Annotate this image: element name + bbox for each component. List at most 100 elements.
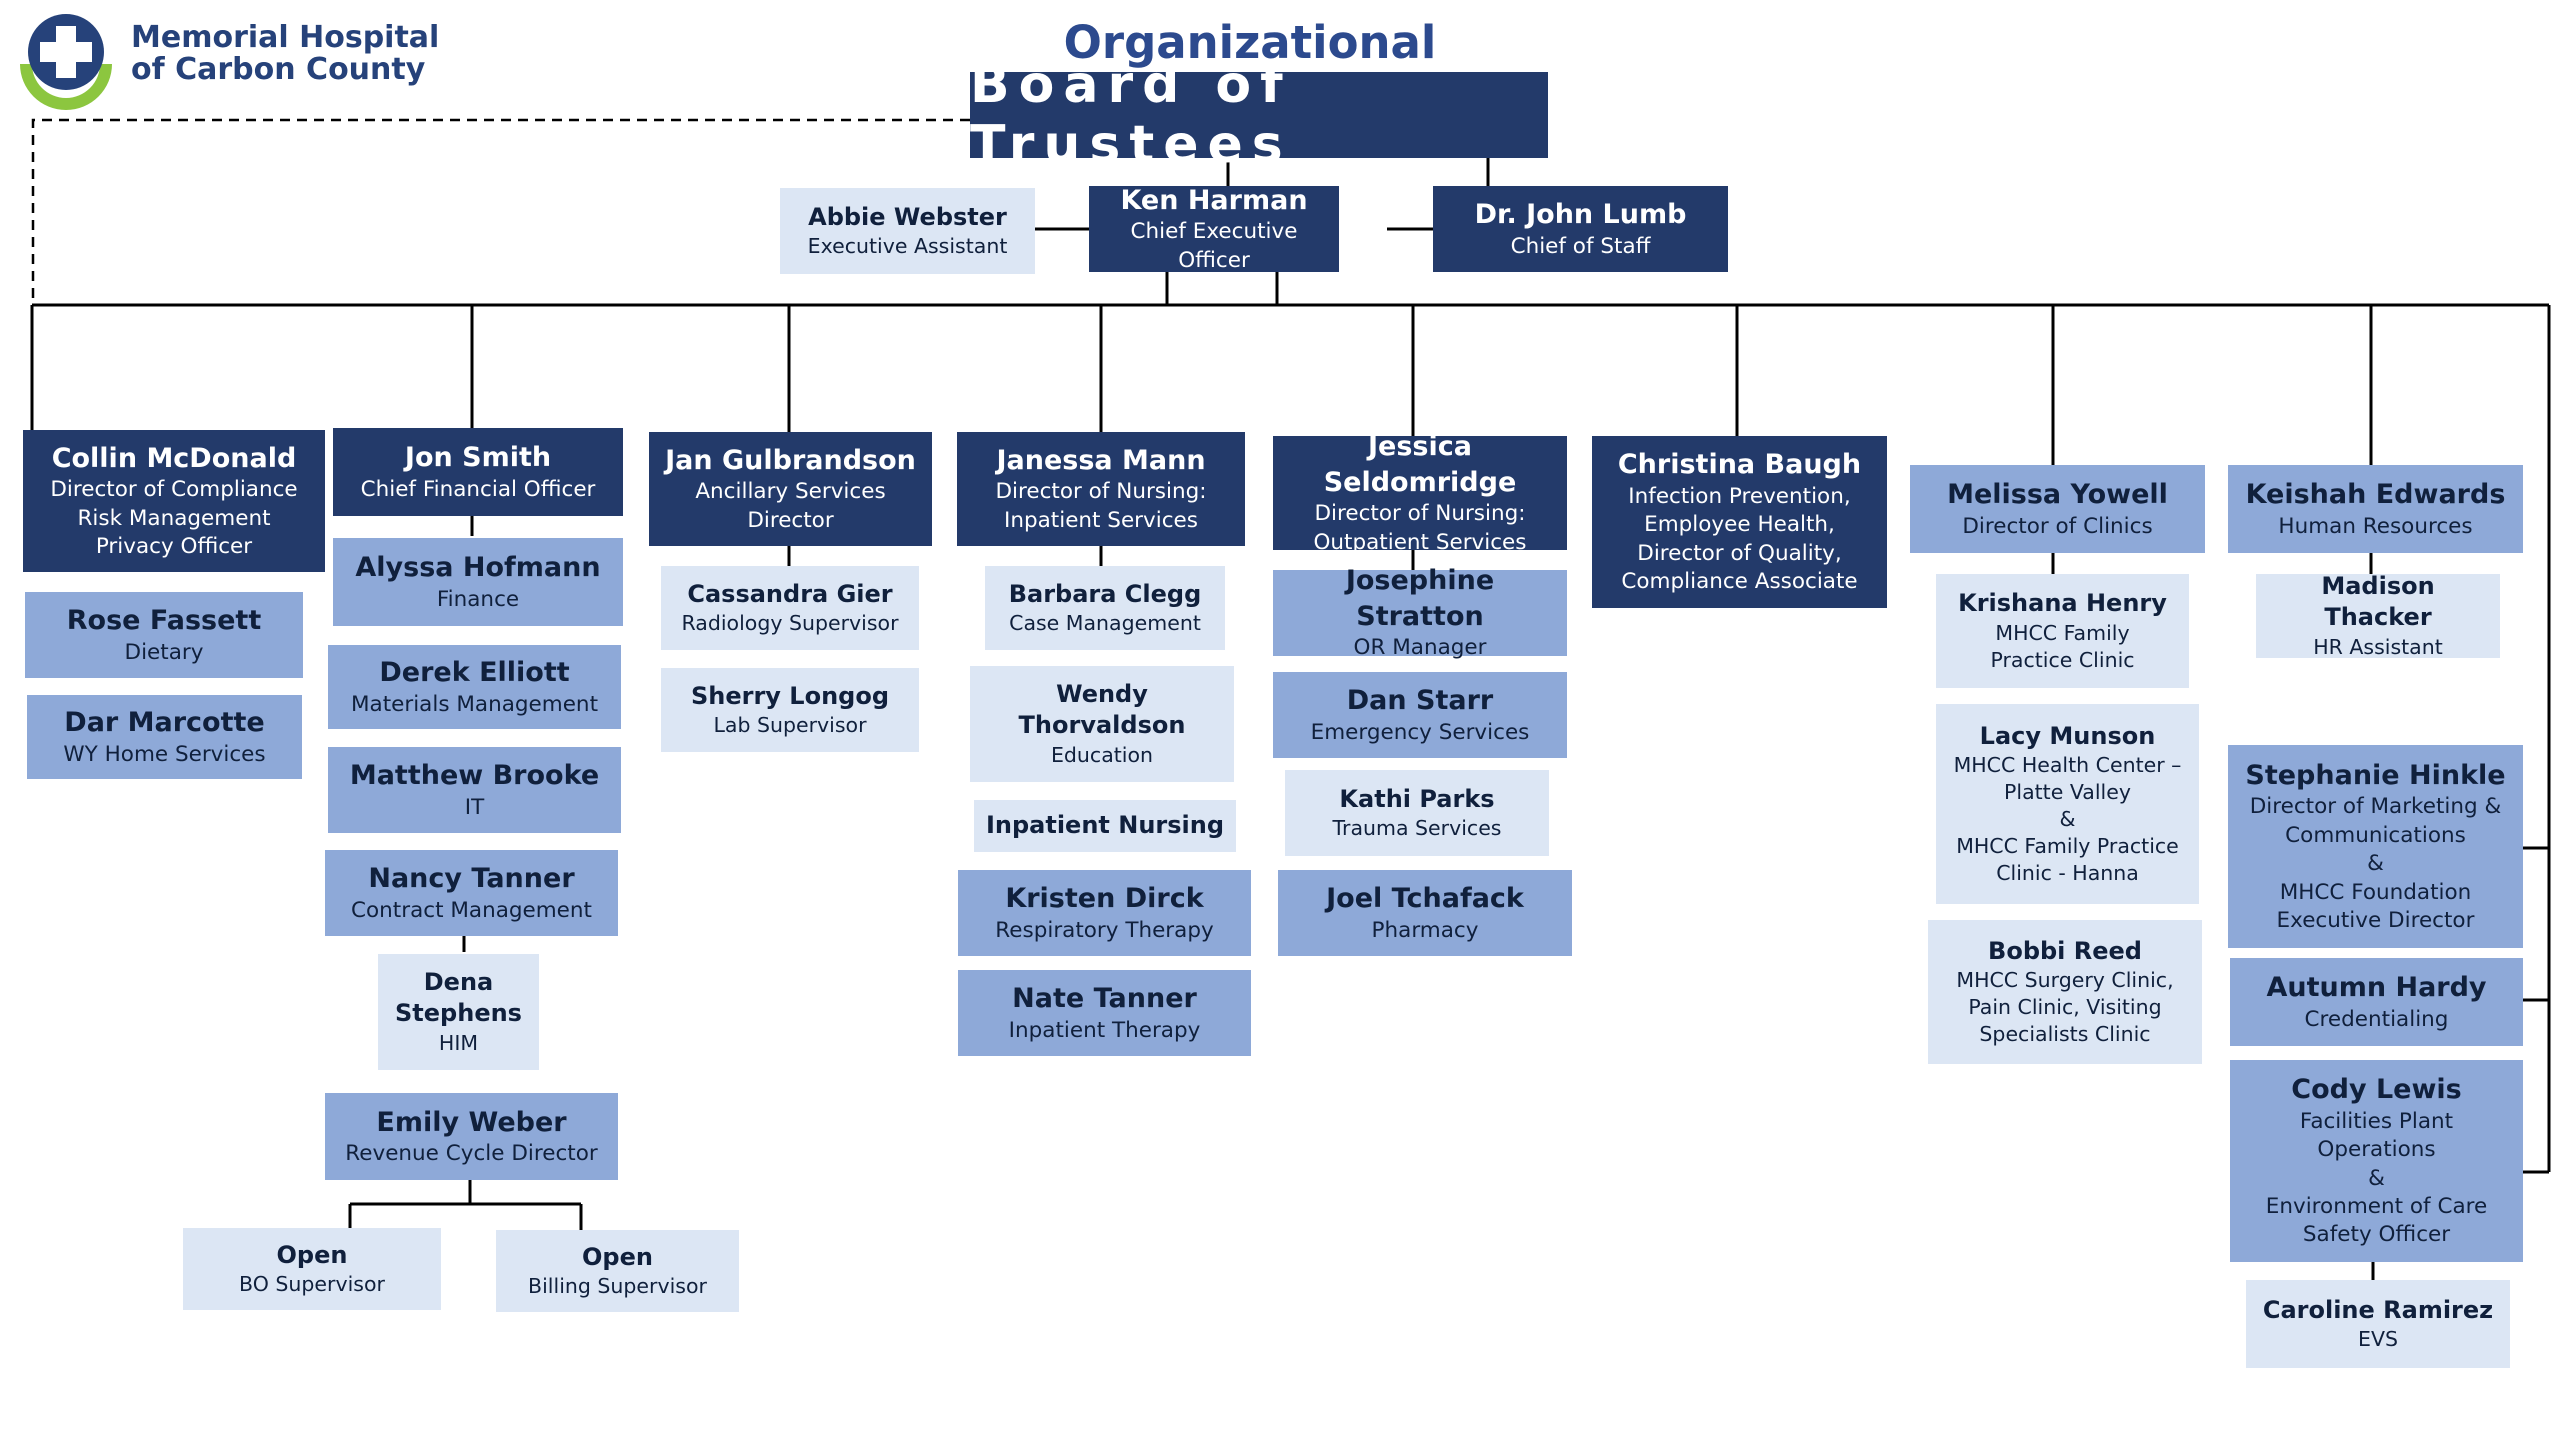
person-title: IT	[464, 794, 485, 820]
person-title: MHCC Health Center – Platte Valley & MHC…	[1953, 753, 2182, 886]
board-of-trustees: Board of Trustees	[970, 55, 1548, 175]
person-title: WY Home Services	[63, 741, 266, 767]
person-title: HR Assistant	[2313, 635, 2443, 660]
person-name: Nancy Tanner	[368, 863, 575, 894]
person-title: MHCC Surgery Clinic, Pain Clinic, Visiti…	[1956, 968, 2174, 1047]
person-name: Emily Weber	[376, 1106, 567, 1138]
person-name: Stephanie Hinkle	[2245, 759, 2506, 791]
person-title: Finance	[436, 586, 520, 612]
person-name: Dan Starr	[1346, 685, 1494, 716]
person-title: Pharmacy	[1371, 917, 1479, 943]
hospital-name-line2: of Carbon County	[131, 52, 426, 88]
person-title: Chief Financial Officer	[360, 476, 596, 502]
hospital-name-line1: Memorial Hospital	[131, 20, 440, 55]
person-name: Jessica Seldomridge	[1323, 431, 1517, 498]
person-name: Keishah Edwards	[2245, 479, 2506, 510]
person-title: Lab Supervisor	[713, 713, 867, 738]
person-name: Open	[582, 1242, 653, 1271]
person-name: Melissa Yowell	[1947, 479, 2168, 510]
person-name: Abbie Webster	[808, 202, 1007, 231]
person-title: Director of Marketing & Communications &…	[2249, 794, 2502, 933]
person-title: Infection Prevention, Employee Health, D…	[1621, 484, 1858, 595]
person-name: Ken Harman	[1120, 184, 1308, 216]
person-name: Wendy Thorvaldson	[1018, 679, 1186, 740]
person-title: MHCC Family Practice Clinic	[1990, 620, 2135, 672]
person-name: Sherry Longog	[690, 681, 890, 710]
person-name: Collin McDonald	[51, 442, 297, 474]
person-title: HIM	[438, 1031, 479, 1056]
person-title: Education	[1050, 743, 1154, 768]
person-title: Billing Supervisor	[528, 1274, 707, 1299]
person-name: Kathi Parks	[1339, 784, 1495, 813]
person-name: Madison Thacker	[2321, 571, 2435, 632]
person-name: Josephine Stratton	[1345, 565, 1495, 632]
person-title: Director of Nursing: Inpatient Services	[995, 479, 1207, 533]
person-title: Facilities Plant Operations & Environmen…	[2265, 1108, 2488, 1248]
person-name: Dr. John Lumb	[1474, 199, 1687, 230]
person-title: Trauma Services	[1332, 816, 1502, 841]
person-title: Revenue Cycle Director	[345, 1141, 598, 1167]
person-title: Director of Compliance Risk Management P…	[50, 477, 298, 559]
person-name: Nate Tanner	[1012, 983, 1197, 1014]
person-name: Bobbi Reed	[1988, 936, 2142, 965]
person-name: Dar Marcotte	[64, 707, 265, 738]
person-name: Cody Lewis	[2291, 1074, 2462, 1106]
person-name: Autumn Hardy	[2266, 972, 2487, 1003]
person-name: Jan Gulbrandson	[665, 444, 916, 476]
person-title: BO Supervisor	[239, 1272, 385, 1297]
person-box-dar: Dar Marcotte WY Home Services	[27, 695, 302, 779]
person-title: Human Resources	[2278, 513, 2473, 539]
person-title: Emergency Services	[1310, 719, 1530, 745]
person-name: Barbara Clegg	[1008, 579, 1202, 608]
person-name: Krishana Henry	[1958, 589, 2167, 618]
person-title: Case Management	[1009, 611, 1201, 636]
person-box-madison: Madison Thacker HR Assistant	[2256, 571, 2500, 660]
person-title: Radiology Supervisor	[681, 611, 899, 636]
hospital-name: Memorial Hospital of Carbon County	[131, 20, 440, 88]
person-title: Credentialing	[2304, 1006, 2449, 1032]
person-name: Joel Tchafack	[1326, 883, 1524, 914]
person-name: Lacy Munson	[1979, 721, 2156, 750]
person-name: Cassandra Gier	[687, 579, 893, 608]
person-title: Contract Management	[351, 897, 592, 923]
person-title: Inpatient Therapy	[1008, 1017, 1201, 1043]
person-title: Chief Executive Officer	[1130, 219, 1298, 273]
person-name: Rose Fassett	[66, 605, 262, 636]
person-name: Janessa Mann	[996, 444, 1206, 476]
hospital-logo-icon	[14, 8, 118, 112]
person-title: Executive Assistant	[807, 234, 1008, 259]
person-name: Jon Smith	[404, 442, 552, 473]
person-title: Chief of Staff	[1510, 233, 1651, 259]
person-title: Respiratory Therapy	[995, 917, 1214, 943]
person-name: Matthew Brooke	[349, 760, 600, 791]
person-name: Christina Baugh	[1617, 449, 1862, 481]
person-title: EVS	[2358, 1327, 2398, 1352]
